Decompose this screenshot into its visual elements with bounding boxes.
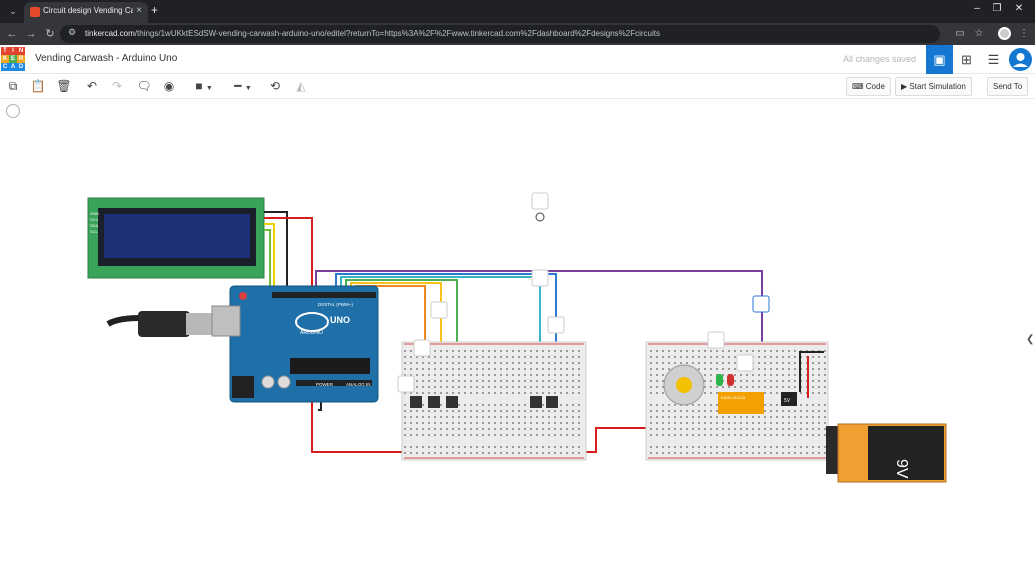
tab-search-icon[interactable]: ⌄ [9, 6, 17, 16]
restore-icon[interactable]: ❐ [992, 3, 1002, 14]
schematic-view-icon[interactable]: ⊞ [961, 52, 972, 67]
notes-visibility-icon[interactable]: ◉ [163, 79, 175, 93]
arduino-uno-board[interactable]: UNO ARDUINO DIGITAL (PWM~) POWER ANALOG … [211, 285, 379, 403]
user-icon [1013, 53, 1028, 67]
code-button-label: Code [865, 82, 885, 91]
editor-toolbar: ⧉ 📋 🗑 ↶ ↷ 🗨 ◉ ■ ▼ ━ ▼ ⟲ ◭ ⌨ Code ▶ Start… [0, 74, 1035, 99]
send-to-label: Send To [993, 82, 1023, 91]
lcd-pin-scl: SCL [90, 229, 99, 234]
relay-label: KS2E-M-DC5 [721, 395, 746, 400]
fit-view-icon[interactable] [6, 104, 20, 118]
copy-icon[interactable]: ⧉ [8, 79, 18, 93]
circuit-canvas[interactable]: GND VCC SDA SCL [0, 99, 1035, 582]
color-picker[interactable]: ■ ▼ [195, 79, 213, 93]
analog-label: ANALOG IN [346, 382, 371, 387]
note-icon[interactable]: 🗨 [136, 79, 152, 93]
logo-letter: R [17, 55, 25, 63]
component-list-icon[interactable]: ☰ [987, 52, 1000, 67]
lcd-pin-gnd: GND [90, 211, 99, 216]
lcd-display[interactable]: GND VCC SDA SCL [87, 197, 265, 279]
tinkercad-favicon-icon [30, 7, 40, 17]
power-label: POWER [316, 382, 334, 387]
url-text: tinkercad.com/things/1wUKktESdSW-vending… [85, 29, 660, 38]
tab-title: Circuit design Vending Carwash [43, 6, 133, 15]
logo-letter: N [17, 47, 25, 55]
browser-profile-avatar[interactable] [998, 27, 1011, 40]
play-icon: ▶ [901, 82, 908, 91]
logo-letter: T [1, 47, 9, 55]
breadboard-left[interactable] [401, 341, 587, 461]
minimize-icon[interactable]: – [974, 3, 980, 14]
url-domain: tinkercad.com [85, 29, 135, 38]
send-to-button[interactable]: Send To [987, 77, 1029, 96]
logo-letter: I [9, 47, 17, 55]
board-name: ARDUINO [300, 330, 323, 336]
battery-label: 9V [893, 459, 910, 479]
collapse-panel-icon[interactable]: ❮ [1026, 334, 1035, 345]
note-markers[interactable] [397, 192, 770, 393]
forward-arrow-icon[interactable]: → [25, 28, 37, 40]
save-status: All changes saved [843, 54, 917, 64]
browser-tab-strip: ⌄ Circuit design Vending Carwash × + – ❐… [0, 0, 1035, 23]
undo-icon[interactable]: ↶ [86, 79, 98, 93]
logo-letter: E [9, 55, 17, 63]
lcd-pin-vcc: VCC [90, 217, 99, 222]
redo-icon[interactable]: ↷ [111, 79, 123, 93]
lcd-pin-sda: SDA [90, 223, 99, 228]
code-button[interactable]: ⌨ Code [846, 77, 891, 96]
paste-icon[interactable]: 📋 [30, 79, 46, 93]
browser-address-bar: ← → ↻ ⚙ tinkercad.com/things/1wUKktESdSW… [0, 23, 1035, 45]
code-icon: ⌨ [852, 82, 864, 91]
new-tab-icon[interactable]: + [151, 3, 159, 17]
digital-label: DIGITAL (PWM~) [318, 302, 353, 307]
start-simulation-button[interactable]: ▶ Start Simulation [895, 77, 972, 96]
url-input[interactable]: ⚙ tinkercad.com/things/1wUKktESdSW-vendi… [60, 25, 940, 43]
site-info-icon[interactable]: ⚙ [68, 27, 77, 37]
circuit-drawing: GND VCC SDA SCL [87, 192, 947, 483]
window-close-icon[interactable]: ✕ [1014, 3, 1024, 14]
browser-menu-icon[interactable]: ⋮ [1019, 28, 1029, 39]
logo-letter: D [17, 63, 25, 71]
regulator-label: 5V [784, 398, 791, 404]
back-arrow-icon[interactable]: ← [6, 28, 18, 40]
logo-letter: A [9, 63, 17, 71]
circuit-view-icon[interactable]: ▣ [926, 45, 953, 74]
board-brand: UNO [330, 315, 350, 325]
user-avatar[interactable] [1009, 48, 1032, 71]
url-path: /things/1wUKktESdSW-vending-carwash-ardu… [134, 29, 661, 38]
logo-letter: C [1, 63, 9, 71]
logo-letter: K [1, 55, 9, 63]
rotate-icon[interactable]: ⟲ [269, 79, 281, 93]
delete-icon[interactable]: 🗑 [56, 79, 72, 93]
browser-tab[interactable]: Circuit design Vending Carwash × [24, 2, 148, 23]
reload-icon[interactable]: ↻ [45, 28, 55, 40]
flip-icon[interactable]: ◭ [296, 79, 306, 93]
bookmark-star-icon[interactable]: ☆ [974, 28, 984, 39]
start-simulation-label: Start Simulation [909, 82, 966, 91]
battery-9v[interactable]: 9V [826, 423, 947, 483]
wire-type-picker[interactable]: ━ ▼ [234, 79, 252, 93]
project-title[interactable]: Vending Carwash - Arduino Uno [35, 53, 178, 64]
usb-cable [106, 311, 214, 337]
close-icon[interactable]: × [136, 5, 142, 16]
cast-icon[interactable]: ▭ [955, 28, 965, 39]
